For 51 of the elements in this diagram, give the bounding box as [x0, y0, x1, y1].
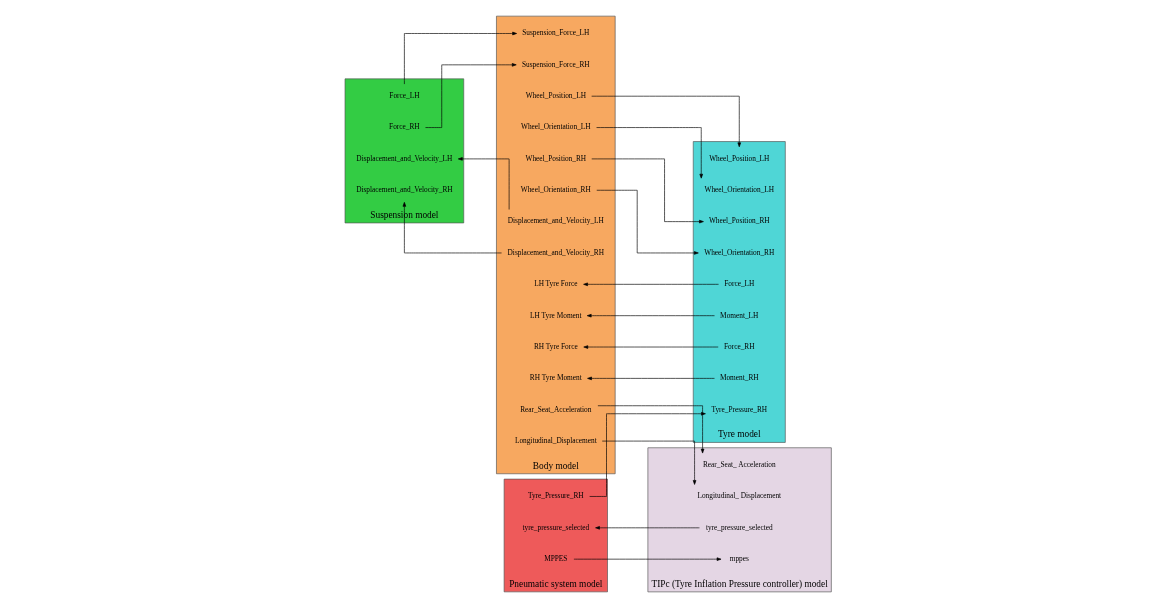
node-text: RH Tyre Moment: [529, 373, 582, 383]
arrow: [582, 345, 719, 349]
node-text: tyre_pressure_selected: [705, 522, 773, 532]
node-text: Force_RH: [723, 341, 755, 351]
arrow: [402, 202, 502, 254]
node-text: LH Tyre Moment: [529, 310, 582, 320]
node-text: Displacement_and_Velocity_LH: [355, 153, 452, 163]
node-text: Suspension_Force_RH: [521, 59, 590, 69]
arrow: [403, 31, 517, 85]
node-text: Wheel_Position_RH: [524, 153, 586, 163]
arrow: [594, 526, 700, 530]
arrow: [588, 412, 706, 497]
node-text: RH Tyre Force: [533, 341, 578, 351]
node-text: Wheel_Orientation_LH: [703, 185, 774, 195]
node-text: Displacement_and_Velocity_LH: [507, 216, 604, 226]
node-text: Force_RH: [388, 122, 420, 132]
node-text: Wheel_Position_LH: [525, 91, 586, 101]
node-text: Wheel_Position_RH: [708, 216, 770, 226]
node-text: Longitudinal_ Displacement: [696, 491, 781, 501]
node-text: Longitudinal_Displacement: [514, 435, 597, 445]
node-text: Wheel_Orientation_RH: [520, 185, 591, 195]
node-text: Moment_LH: [719, 310, 758, 320]
arrow: [586, 313, 715, 318]
node-text: Wheel_Orientation_RH: [703, 247, 774, 257]
node-text: Wheel_Position_LH: [708, 153, 769, 163]
arrow: [595, 189, 699, 255]
node-text: LH Tyre Force: [533, 279, 577, 289]
node-text: Moment_RH: [719, 373, 759, 383]
arrow: [590, 95, 741, 148]
arrow: [586, 376, 715, 381]
arrow: [457, 157, 509, 210]
node-text: Rear_Seat_Acceleration: [519, 404, 591, 414]
arrow: [590, 158, 704, 224]
node-text: Displacement_and_Velocity_RH: [507, 247, 604, 257]
node-text: mppes: [729, 554, 749, 564]
node-text: Tyre_Pressure_RH: [710, 404, 767, 414]
arrow: [601, 440, 696, 485]
node-text: Tyre_Pressure_RH: [527, 491, 584, 501]
node-text: Force_LH: [723, 279, 754, 289]
node-text: Wheel_Orientation_LH: [520, 122, 591, 132]
arrow: [582, 282, 719, 287]
arrow: [424, 63, 517, 128]
arrow: [597, 405, 704, 454]
arrow: [595, 127, 703, 179]
node-text: MPPES: [543, 554, 567, 564]
node-text: Force_LH: [388, 91, 419, 101]
node-text: tyre_pressure_selected: [521, 522, 589, 532]
node-text: Suspension_Force_LH: [521, 28, 589, 38]
node-text: Rear_Seat_ Acceleration: [702, 459, 776, 469]
node-text: Displacement_and_Velocity_RH: [355, 185, 453, 195]
arrow: [573, 557, 721, 561]
